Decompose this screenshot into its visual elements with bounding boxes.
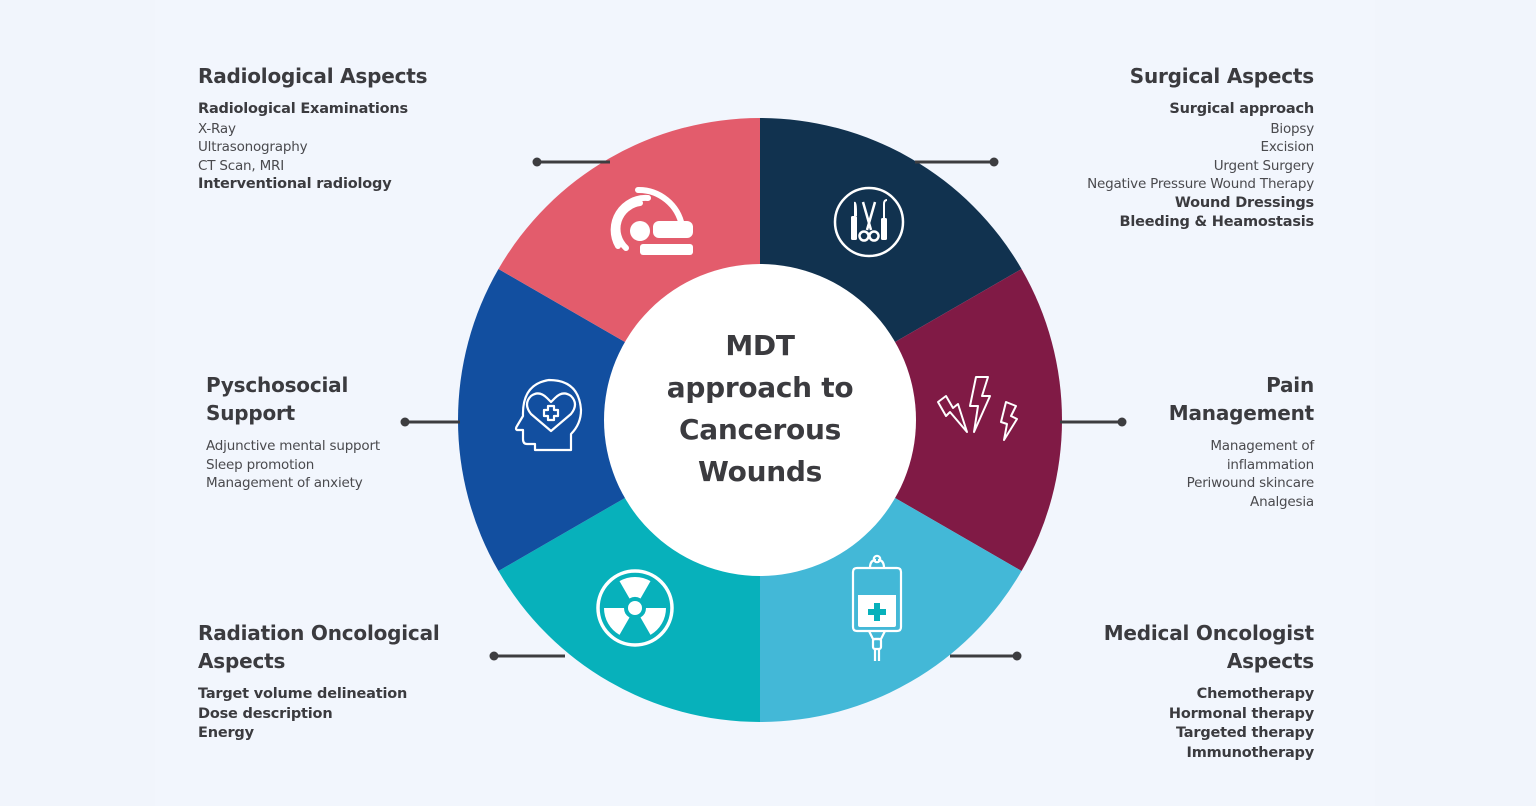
section-item: Energy xyxy=(198,725,254,741)
section-heading: Surgical Aspects xyxy=(1129,64,1314,88)
section-item: inflammation xyxy=(1226,456,1314,473)
section-item: Dose description xyxy=(198,705,333,722)
trefoil-blade xyxy=(619,577,651,599)
connector-radiation-oncology xyxy=(489,651,565,661)
section-radiation-oncology: Radiation Oncological Aspects Target vol… xyxy=(198,619,440,744)
section-item: Management of anxiety xyxy=(206,475,363,491)
section-radiological: Radiological Aspects Radiological Examin… xyxy=(198,62,428,195)
section-heading: Pyschosocial Support xyxy=(206,373,349,425)
trefoil-blade xyxy=(604,608,630,635)
section-item: Management of xyxy=(1210,438,1314,454)
connector-pain xyxy=(1060,417,1127,427)
section-item: Wound Dressings xyxy=(1174,194,1314,211)
section-heading: Radiological Aspects xyxy=(198,64,428,88)
section-item: Target volume delineation xyxy=(198,686,408,702)
connector-radiological xyxy=(532,157,610,167)
mri-scanner-icon xyxy=(610,186,693,255)
center-title-line: approach to xyxy=(666,371,854,404)
connector-psychosocial xyxy=(400,417,460,427)
trefoil-blade xyxy=(640,608,666,635)
center-title-line: MDT xyxy=(725,329,795,362)
section-item: Targeted therapy xyxy=(1175,725,1314,741)
section-item: Adjunctive mental support xyxy=(206,438,380,454)
section-psychosocial: Pyschosocial Support Adjunctive mental s… xyxy=(206,371,380,493)
center-circle xyxy=(604,264,916,576)
section-item: Interventional radiology xyxy=(198,176,392,192)
center-title-line: Cancerous xyxy=(679,413,841,446)
section-item: Excision xyxy=(1260,139,1315,155)
section-heading: Radiation Oncological Aspects xyxy=(198,621,440,673)
section-item: X-Ray xyxy=(198,120,236,137)
section-item: Hormonal therapy xyxy=(1168,705,1314,722)
section-item: CT Scan, MRI xyxy=(198,157,284,174)
center-title-line: Wounds xyxy=(698,455,822,488)
section-item: Surgical approach xyxy=(1169,101,1314,117)
surgical-instruments-icon xyxy=(833,186,905,258)
section-item: Negative Pressure Wound Therapy xyxy=(1087,176,1314,192)
section-item: Biopsy xyxy=(1270,120,1314,137)
section-heading: Medical Oncologist Aspects xyxy=(1103,621,1314,673)
connector-medical-oncology xyxy=(950,651,1022,661)
section-item: Immunotherapy xyxy=(1186,744,1315,761)
section-item: Ultrasonography xyxy=(198,139,308,155)
section-item: Urgent Surgery xyxy=(1213,157,1314,174)
section-item: Chemotherapy xyxy=(1196,686,1315,702)
section-item: Analgesia xyxy=(1250,493,1314,510)
section-item: Bleeding & Heamostasis xyxy=(1119,214,1315,230)
center-title: MDT approach to Cancerous Wounds xyxy=(605,325,915,493)
head-heart-icon xyxy=(514,378,583,452)
radiation-icon xyxy=(596,569,674,647)
section-item: Sleep promotion xyxy=(206,456,315,473)
section-pain: Pain Management Management of inflammatio… xyxy=(1169,371,1314,511)
iv-bag-icon xyxy=(851,554,903,661)
lightning-bolts-icon xyxy=(937,376,1018,441)
section-heading: Pain Management xyxy=(1168,373,1314,425)
section-item: Radiological Examinations xyxy=(198,101,408,117)
section-item: Periwound skincare xyxy=(1186,475,1315,491)
connector-surgical xyxy=(915,157,999,167)
